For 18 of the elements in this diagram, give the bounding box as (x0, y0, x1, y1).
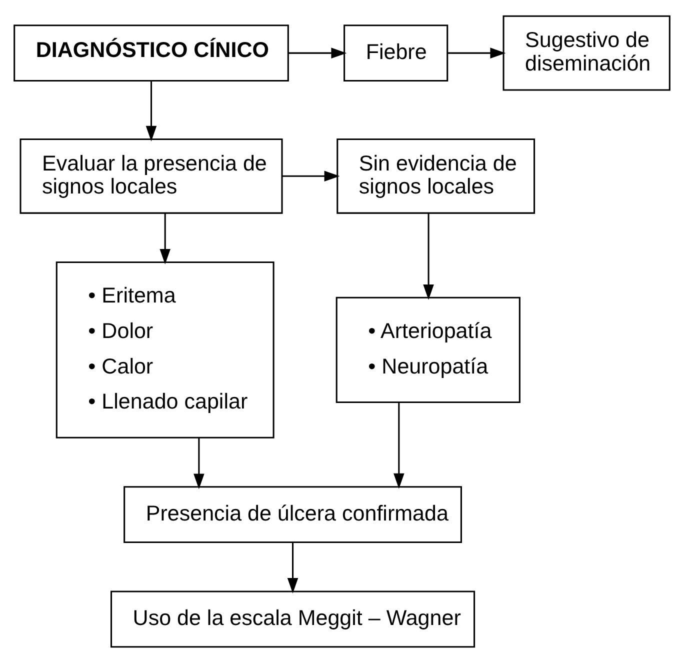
node-box: Presencia de úlcera confirmada (124, 486, 462, 544)
node-box: • Arteriopatía • Neuropatía (336, 296, 520, 404)
arrow (146, 81, 157, 142)
arrow (194, 438, 204, 490)
node-box: • Eritema • Dolor • Calor • Llenado capilar (56, 262, 274, 438)
node-box: Sugestivo de diseminación (502, 15, 670, 91)
arrow (394, 402, 404, 489)
node-box: Uso de la escala Meggit – Wagner (110, 590, 476, 648)
arrow (282, 170, 340, 182)
arrow (288, 48, 347, 58)
arrow (287, 542, 298, 594)
arrow (423, 213, 434, 300)
node-box: Evaluar la presencia de signos locales (20, 138, 283, 214)
node-box: Sin evidencia de signos locales (336, 138, 536, 214)
node-box: DIAGNÓSTICO CÍNICO (14, 24, 289, 82)
arrow (447, 48, 506, 58)
arrow (160, 213, 170, 264)
node-box: Fiebre (344, 24, 448, 82)
